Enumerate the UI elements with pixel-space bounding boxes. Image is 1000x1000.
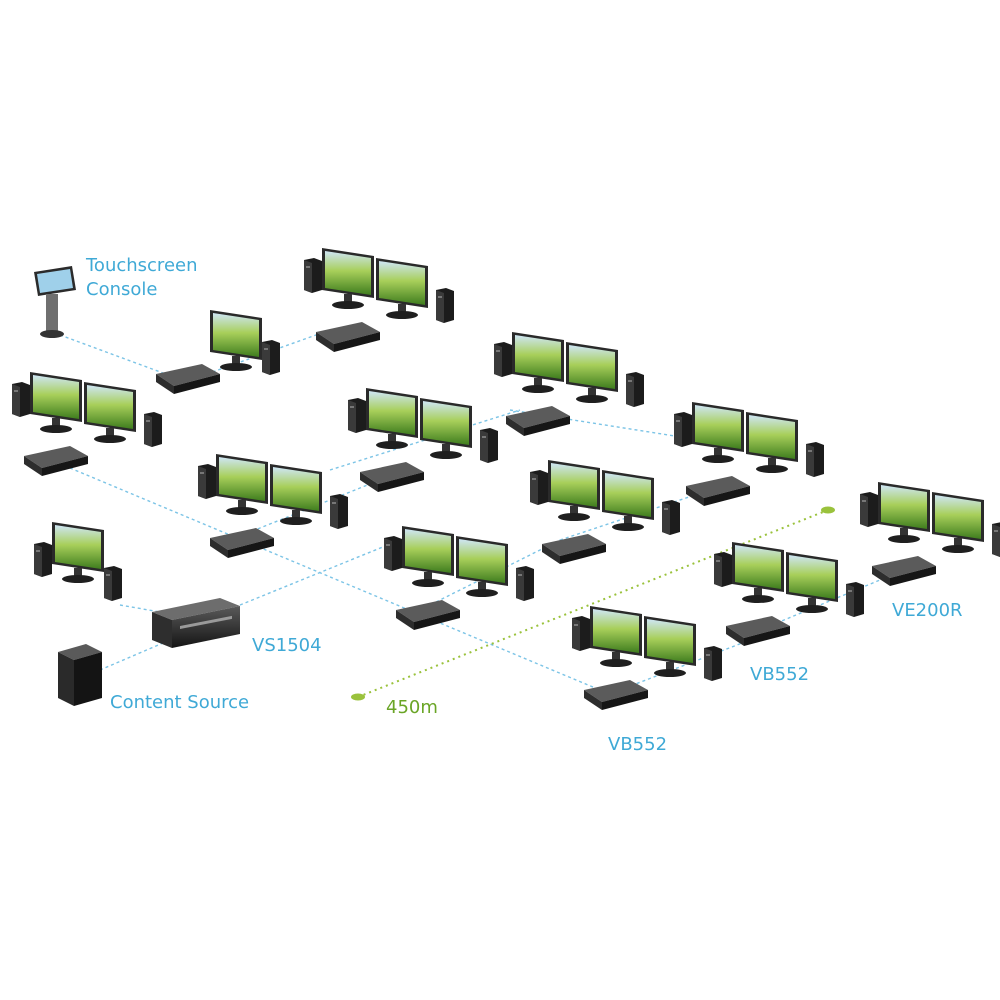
station-mid-upper [348, 388, 498, 492]
station-far-right-upper [674, 402, 824, 506]
distance-endpoint-left [351, 693, 365, 701]
station-right-upper [494, 332, 644, 436]
station-single-top [156, 310, 280, 394]
cable-vs1504 [239, 539, 401, 606]
content-source-label: Content Source [110, 692, 250, 713]
vb552-label-right: VB552 [750, 664, 810, 685]
cable-vb552 [619, 639, 751, 691]
station-vb552-bottom [572, 606, 722, 710]
distance-endpoint-right [821, 506, 835, 514]
station-mid-left [198, 454, 348, 558]
touchscreen-console-icon [34, 266, 76, 338]
cable-single-pc [119, 604, 161, 613]
vs1504-switch-icon [152, 598, 240, 648]
distance-link [351, 506, 835, 701]
station-ve200r [860, 482, 1000, 586]
distance-label: 450m [386, 697, 438, 718]
station-lower-center [384, 526, 534, 630]
touchscreen-console-label-line1: Touchscreen [86, 255, 198, 276]
vs1504-label: VS1504 [252, 635, 322, 656]
station-left [12, 372, 162, 476]
station-center [530, 460, 680, 564]
content-source-server-icon [58, 644, 102, 706]
cable-touchscreen [59, 334, 183, 381]
touchscreen-console-label-line2: Console [86, 279, 158, 300]
vb552-label-bottom: VB552 [608, 734, 668, 755]
station-top [304, 248, 454, 352]
station-vb552-right [714, 542, 864, 646]
station-single-left [34, 522, 122, 601]
cable-content-source [99, 639, 171, 671]
ve200r-label: VE200R [892, 600, 963, 621]
